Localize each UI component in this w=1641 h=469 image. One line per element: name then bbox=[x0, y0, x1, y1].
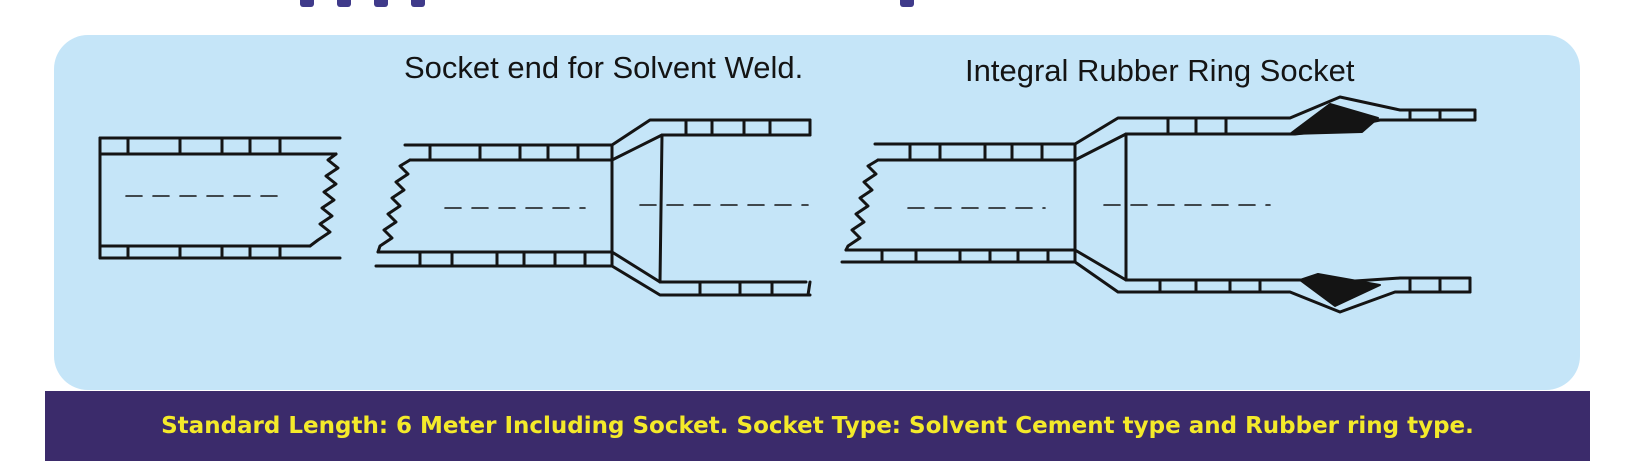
rubber-ring-seal-bottom bbox=[1299, 273, 1381, 307]
cropped-heading-fragment bbox=[300, 0, 920, 10]
specification-banner: Standard Length: 6 Meter Including Socke… bbox=[45, 391, 1590, 461]
plain-pipe-top-wall-ticks bbox=[126, 136, 282, 156]
rubber-ring-socket-diagram bbox=[840, 95, 1477, 314]
plain-pipe-bottom-wall-ticks bbox=[126, 244, 282, 260]
plain-pipe-diagram bbox=[98, 136, 342, 260]
rubber-socket-wall-ticks bbox=[1158, 108, 1442, 294]
rubber-pipe-cut-edge bbox=[844, 158, 880, 252]
solvent-socket-wall-ticks bbox=[684, 118, 774, 297]
plain-pipe-cut-edge bbox=[308, 152, 340, 248]
diagram-panel bbox=[54, 35, 1580, 390]
rubber-pipe-top-wall-ticks bbox=[908, 142, 1044, 162]
solvent-weld-socket-diagram bbox=[374, 118, 812, 297]
solvent-pipe-cut-edge bbox=[376, 158, 412, 254]
solvent-pipe-top-wall-ticks bbox=[428, 143, 580, 162]
label-rubber-ring-socket: Integral Rubber Ring Socket bbox=[965, 53, 1355, 88]
label-solvent-weld-socket: Socket end for Solvent Weld. bbox=[404, 50, 804, 85]
rubber-pipe-bottom-wall-ticks bbox=[880, 248, 1050, 264]
rubber-ring-seal-top bbox=[1289, 103, 1379, 135]
solvent-pipe-bottom-wall-ticks bbox=[418, 250, 587, 268]
banner-text: Standard Length: 6 Meter Including Socke… bbox=[161, 413, 1474, 439]
